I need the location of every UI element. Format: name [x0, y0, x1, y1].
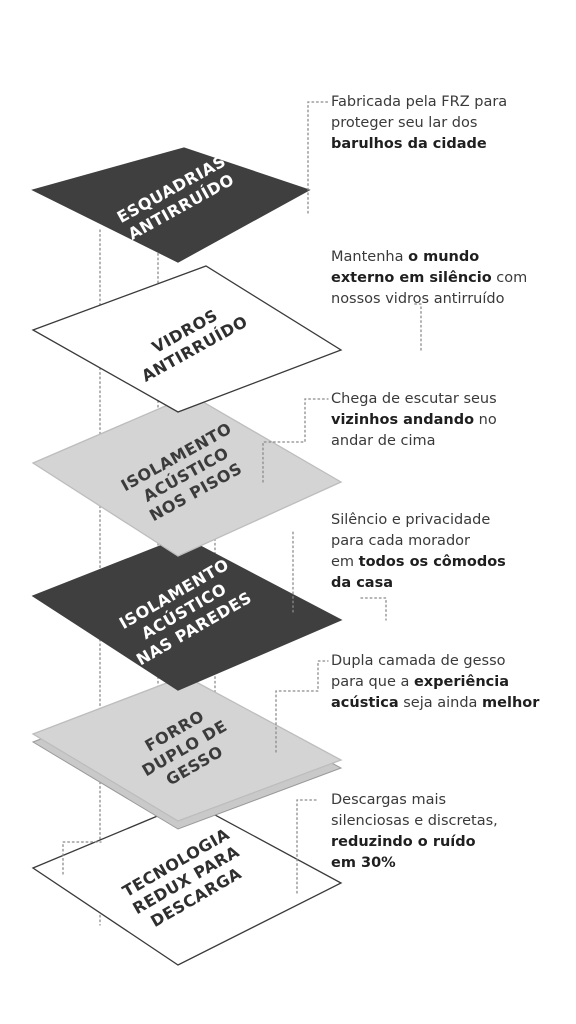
description-text: Dupla camada de gesso	[331, 653, 506, 669]
description-line: barulhos da cidade	[331, 134, 507, 155]
description-esquadrias: Fabricada pela FRZ para proteger seu lar …	[331, 92, 507, 155]
description-bold-text: da casa	[331, 575, 394, 591]
description-line: proteger seu lar dos	[331, 113, 507, 134]
description-text: para cada morador	[331, 533, 470, 549]
description-bold-text: externo em silêncio	[331, 270, 492, 286]
layer-plane	[31, 675, 343, 822]
description-line: acústica seja ainda melhor	[331, 693, 539, 714]
layer-tecnologia: TECNOLOGIAREDUX PARADESCARGA	[31, 799, 343, 966]
description-bold-text: experiência	[413, 674, 509, 690]
description-text: com	[491, 270, 528, 286]
description-text: silenciosas e discretas,	[331, 813, 498, 829]
description-forro: Dupla camada de gesso para que a experiên…	[331, 651, 539, 714]
description-line: para cada morador	[331, 531, 506, 552]
layer-plane	[31, 147, 311, 263]
connector-line	[307, 101, 329, 214]
description-line: Fabricada pela FRZ para	[331, 92, 507, 113]
description-line: Chega de escutar seus	[331, 389, 497, 410]
description-bold-text: em 30%	[331, 855, 396, 871]
layer-plane	[31, 265, 343, 413]
connector-line	[62, 841, 102, 875]
description-text: seja ainda	[398, 695, 483, 711]
description-text: Fabricada pela FRZ para	[331, 94, 508, 110]
description-bold-text: melhor	[482, 695, 540, 711]
description-bold-text: todos os cômodos	[358, 554, 506, 570]
connector-line	[411, 303, 422, 351]
description-text: Descargas mais	[331, 792, 447, 808]
description-text: proteger seu lar dos	[331, 115, 478, 131]
description-bold-text: o mundo	[408, 249, 480, 265]
description-line: vizinhos andando no	[331, 410, 497, 431]
description-tecnologia: Descargas mais silenciosas e discretas, re…	[331, 790, 498, 874]
description-text: em	[331, 554, 359, 570]
description-line: Descargas mais	[331, 790, 498, 811]
layer-esquadrias: ESQUADRIASANTIRRUÍDO	[31, 101, 329, 263]
description-line: em 30%	[331, 853, 498, 874]
description-isolamento-pisos: Chega de escutar seus vizinhos andando no…	[331, 389, 497, 452]
connector-line	[275, 660, 329, 753]
layer-forro: FORRODUPLO DEGESSO	[31, 660, 343, 830]
layer-isolamento-pisos: ISOLAMENTOACÚSTICONOS PISOS	[31, 394, 343, 557]
connector-line	[360, 597, 387, 621]
description-text: Silêncio e privacidade	[331, 512, 491, 528]
description-line: reduzindo o ruído	[331, 832, 498, 853]
description-bold-text: acústica	[331, 695, 399, 711]
layer-vidros: VIDROSANTIRRUÍDO	[31, 265, 422, 413]
description-line: da casa	[331, 573, 506, 594]
description-text: Mantenha	[331, 249, 409, 265]
description-line: para que a experiência	[331, 672, 539, 693]
description-text: no	[474, 412, 497, 428]
description-line: Silêncio e privacidade	[331, 510, 506, 531]
description-bold-text: vizinhos andando	[331, 412, 475, 428]
layer-plane	[31, 801, 343, 966]
layer-plane	[31, 536, 343, 691]
description-isolamento-paredes: Silêncio e privacidade para cada morador e…	[331, 510, 506, 594]
connector-line	[296, 799, 319, 894]
description-line: silenciosas e discretas,	[331, 811, 498, 832]
description-line: nossos vidros antirruído	[331, 289, 527, 310]
description-bold-text: barulhos da cidade	[331, 136, 487, 152]
description-line: em todos os cômodos	[331, 552, 506, 573]
description-text: para que a	[331, 674, 414, 690]
description-line: Mantenha o mundo	[331, 247, 527, 268]
description-line: andar de cima	[331, 431, 497, 452]
description-bold-text: reduzindo o ruído	[331, 834, 476, 850]
layer-isolamento-paredes: ISOLAMENTOACÚSTICONAS PAREDES	[31, 531, 387, 691]
description-text: Chega de escutar seus	[331, 391, 497, 407]
layer-plane	[31, 394, 343, 557]
description-line: Dupla camada de gesso	[331, 651, 539, 672]
description-line: externo em silêncio com	[331, 268, 527, 289]
description-text: nossos vidros antirruído	[331, 291, 505, 307]
description-text: andar de cima	[331, 433, 436, 449]
